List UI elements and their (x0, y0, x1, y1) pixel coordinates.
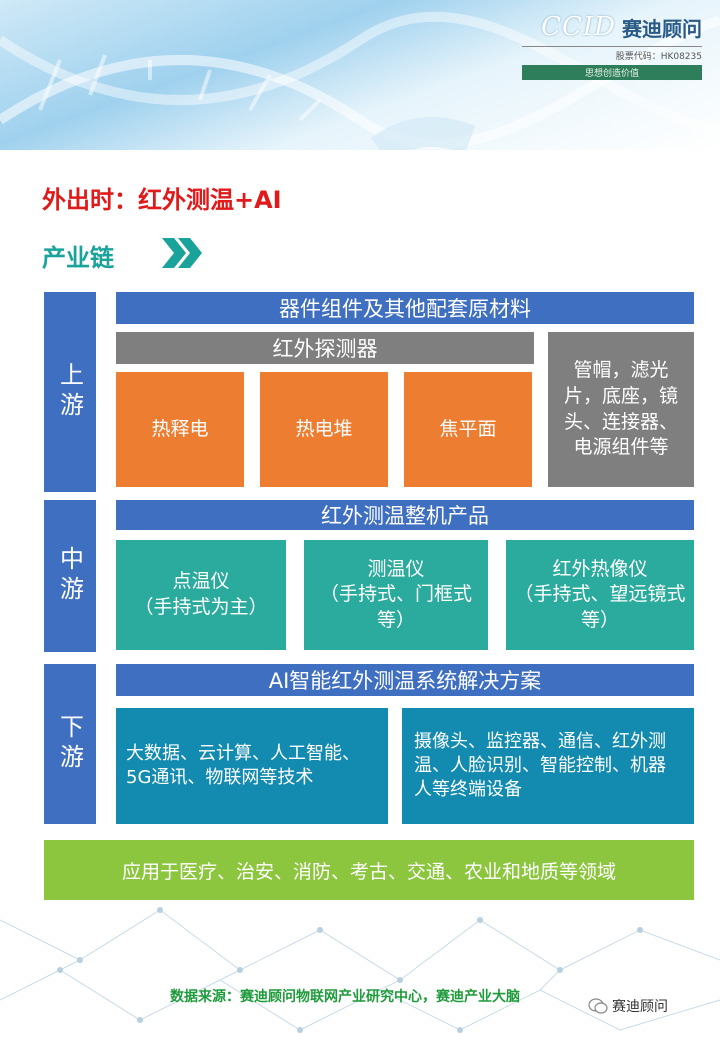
wechat-icon (588, 998, 608, 1014)
applications-bar: 应用于医疗、治安、消防、考古、交通、农业和地质等领域 (44, 840, 694, 900)
other-components: 管帽，滤光片，底座，镜头、连接器、电源组件等 (548, 332, 694, 487)
downstream-header: AI智能红外测温系统解决方案 (116, 664, 694, 696)
midstream-label: 中游 (44, 500, 96, 652)
double-chevron-icon (162, 238, 202, 268)
detector-item-focal-plane: 焦平面 (404, 372, 532, 487)
midstream-header: 红外测温整机产品 (116, 500, 694, 530)
wechat-account-name: 赛迪顾问 (612, 999, 668, 1015)
detector-item-thermopile: 热电堆 (260, 372, 388, 487)
brand-name: 赛迪顾问 (622, 16, 702, 41)
product-note: （手持式、门框式等） (319, 583, 472, 631)
page-title: 外出时：红外测温+AI (42, 186, 282, 214)
product-note: （手持式为主） (134, 596, 268, 618)
detector-header: 红外探测器 (116, 332, 534, 364)
product-thermal-imager: 红外热像仪 （手持式、望远镜式等） (506, 540, 694, 650)
product-spot-thermometer: 点温仪 （手持式为主） (116, 540, 286, 650)
product-name: 点温仪 (172, 570, 230, 593)
data-source: 数据来源：赛迪顾问物联网产业研究中心，赛迪产业大脑 (170, 989, 520, 1005)
section-subtitle: 产业链 (42, 244, 114, 272)
ccid-logo: CCID (541, 12, 616, 42)
product-name: 测温仪 (367, 557, 425, 580)
downstream-technologies: 大数据、云计算、人工智能、5G通讯、物联网等技术 (116, 708, 388, 824)
detector-item-pyroelectric: 热释电 (116, 372, 244, 487)
stock-code: 股票代码：HK08235 (522, 46, 702, 62)
header-banner: CCID 赛迪顾问 股票代码：HK08235 思想创造价值 (0, 0, 720, 150)
wechat-watermark: 赛迪顾问 (588, 996, 668, 1016)
slogan: 思想创造价值 (522, 65, 702, 80)
downstream-label: 下游 (44, 664, 96, 824)
product-name: 红外热像仪 (552, 557, 648, 580)
upstream-label: 上游 (44, 292, 96, 492)
upstream-header: 器件组件及其他配套原材料 (116, 292, 694, 324)
product-note: （手持式、望远镜式等） (514, 583, 686, 631)
product-thermometer: 测温仪 （手持式、门框式等） (304, 540, 488, 650)
network-background-graphic (0, 907, 720, 1033)
brand-block: CCID 赛迪顾问 股票代码：HK08235 思想创造价值 (522, 12, 702, 80)
downstream-devices: 摄像头、监控器、通信、红外测温、人脸识别、智能控制、机器人等终端设备 (402, 708, 694, 824)
